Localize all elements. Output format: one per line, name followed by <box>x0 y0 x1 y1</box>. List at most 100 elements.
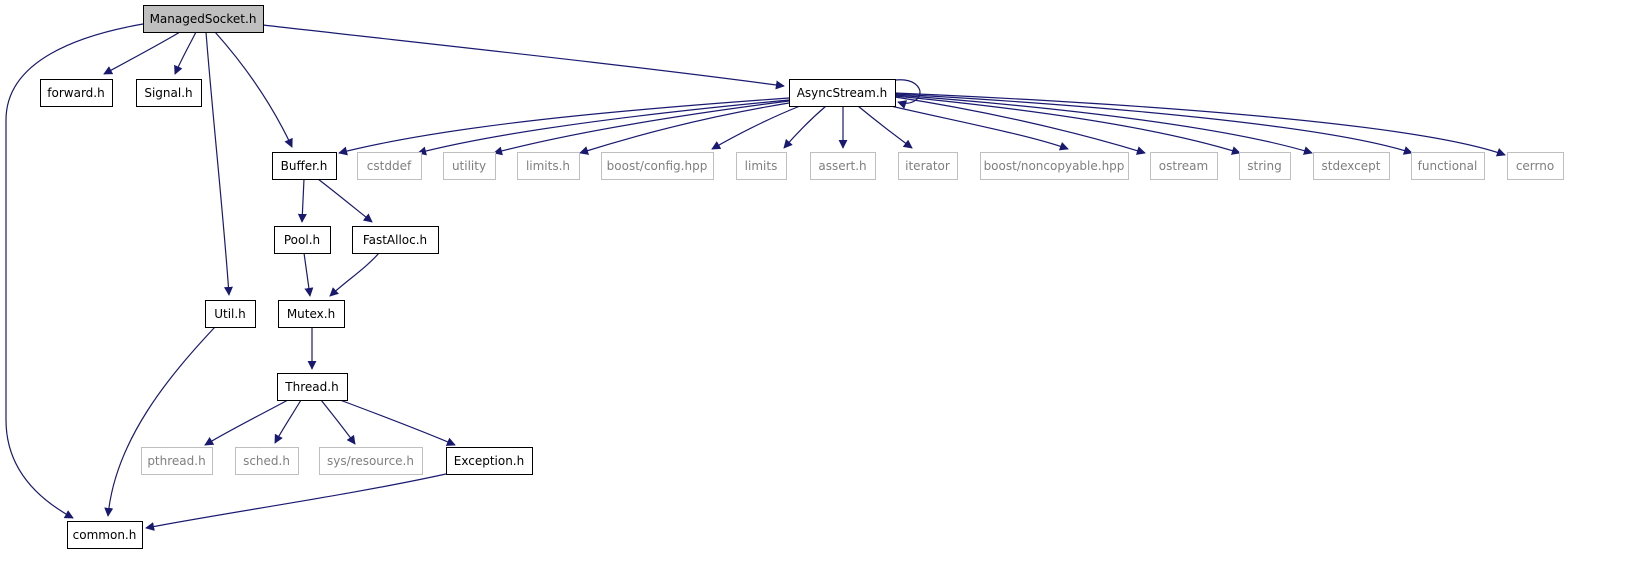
node-label: limits.h <box>526 159 570 173</box>
node-sys_resource[interactable]: sys/resource.h <box>319 447 423 475</box>
edge-managedsocket-to-util <box>205 31 233 296</box>
edge-managedsocket-to-forward <box>103 31 181 75</box>
edge-managedsocket-to-buffer <box>214 31 293 148</box>
node-box <box>443 152 496 180</box>
node-box <box>278 300 345 328</box>
node-label: stdexcept <box>1322 159 1381 173</box>
edge-pool-to-mutex <box>303 252 314 297</box>
node-box <box>272 152 337 180</box>
node-label: boost/noncopyable.hpp <box>984 159 1125 173</box>
node-label: Mutex.h <box>287 307 335 321</box>
node-label: forward.h <box>47 86 104 100</box>
node-box <box>517 152 580 180</box>
node-label: cstddef <box>367 159 412 173</box>
node-util[interactable]: Util.h <box>205 300 256 328</box>
edge-managedsocket-to-signal <box>174 31 197 75</box>
edge-asyncstream-to-boost_noncopyable <box>881 103 1069 151</box>
edge-buffer-to-pool <box>297 178 307 223</box>
node-label: Pool.h <box>284 233 320 247</box>
node-label: FastAlloc.h <box>363 233 427 247</box>
node-boost_noncopyable[interactable]: boost/noncopyable.hpp <box>980 152 1129 180</box>
node-cstddef[interactable]: cstddef <box>357 152 422 180</box>
node-label: AsyncStream.h <box>797 86 888 100</box>
edge-util-to-common <box>104 326 216 517</box>
node-label: Exception.h <box>454 454 524 468</box>
edge-fastalloc-to-mutex <box>329 252 380 297</box>
node-functional[interactable]: functional <box>1411 152 1485 180</box>
node-box <box>446 447 533 475</box>
edge-asyncstream-to-stdexcept <box>894 94 1313 155</box>
node-thread[interactable]: Thread.h <box>277 373 348 401</box>
node-cerrno[interactable]: cerrno <box>1507 152 1564 180</box>
node-box <box>205 300 256 328</box>
node-label: pthread.h <box>147 454 205 468</box>
node-stdexcept[interactable]: stdexcept <box>1313 152 1390 180</box>
node-ostream[interactable]: ostream <box>1150 152 1218 180</box>
edge-asyncstream-to-iterator <box>857 105 913 149</box>
nodes: ManagedSocket.h forward.h Signal.h AsyncStr… <box>40 5 1564 549</box>
node-label: cerrno <box>1516 159 1554 173</box>
node-utility[interactable]: utility <box>443 152 496 180</box>
edge-asyncstream-to-limits_h <box>579 102 790 155</box>
edges <box>5 23 1506 531</box>
node-box <box>1313 152 1390 180</box>
node-label: common.h <box>73 528 137 542</box>
node-box <box>1411 152 1485 180</box>
node-managedsocket[interactable]: ManagedSocket.h <box>143 5 264 33</box>
node-limits[interactable]: limits <box>736 152 787 180</box>
node-box <box>40 79 113 107</box>
edge-asyncstream-to-asyncstream <box>894 79 921 109</box>
node-box <box>67 521 143 549</box>
node-box <box>143 5 264 33</box>
node-forward[interactable]: forward.h <box>40 79 113 107</box>
node-iterator[interactable]: iterator <box>898 152 958 180</box>
node-box <box>980 152 1129 180</box>
edge-thread-to-pthread <box>204 399 289 446</box>
node-signal[interactable]: Signal.h <box>136 79 202 107</box>
node-buffer[interactable]: Buffer.h <box>272 152 337 180</box>
node-label: sched.h <box>243 454 290 468</box>
edge-managedsocket-to-asyncstream <box>262 24 785 90</box>
node-boost_config[interactable]: boost/config.hpp <box>601 152 714 180</box>
node-label: functional <box>1418 159 1478 173</box>
node-assert[interactable]: assert.h <box>810 152 876 180</box>
node-asyncstream[interactable]: AsyncStream.h <box>789 79 896 107</box>
node-limits_h[interactable]: limits.h <box>517 152 580 180</box>
edge-asyncstream-to-cstddef <box>417 99 790 156</box>
node-box <box>1150 152 1218 180</box>
node-label: limits <box>745 159 778 173</box>
node-label: boost/config.hpp <box>607 159 708 173</box>
node-box <box>1507 152 1564 180</box>
node-pthread[interactable]: pthread.h <box>141 447 213 475</box>
node-label: string <box>1247 159 1281 173</box>
node-label: Signal.h <box>144 86 192 100</box>
node-box <box>352 226 439 254</box>
edge-asyncstream-to-functional <box>894 93 1413 155</box>
node-fastalloc[interactable]: FastAlloc.h <box>352 226 439 254</box>
node-box <box>898 152 958 180</box>
edge-thread-to-sched <box>274 399 302 444</box>
edge-asyncstream-to-ostream <box>894 96 1146 155</box>
node-box <box>141 447 213 475</box>
edge-thread-to-exception <box>339 399 456 446</box>
node-box <box>136 79 202 107</box>
edge-asyncstream-to-boost_config <box>711 105 801 150</box>
node-box <box>789 79 896 107</box>
node-label: utility <box>452 159 486 173</box>
node-label: ManagedSocket.h <box>150 12 257 26</box>
node-box <box>736 152 787 180</box>
node-exception[interactable]: Exception.h <box>446 447 533 475</box>
edge-thread-to-sys_resource <box>320 399 356 445</box>
node-string[interactable]: string <box>1239 152 1291 180</box>
edge-asyncstream-to-limits <box>783 105 827 149</box>
node-box <box>357 152 422 180</box>
node-sched[interactable]: sched.h <box>235 447 299 475</box>
node-common[interactable]: common.h <box>67 521 143 549</box>
node-box <box>235 447 299 475</box>
node-pool[interactable]: Pool.h <box>274 226 331 254</box>
node-box <box>277 373 348 401</box>
node-label: assert.h <box>818 159 866 173</box>
node-box <box>601 152 714 180</box>
node-mutex[interactable]: Mutex.h <box>278 300 345 328</box>
edge-asyncstream-to-utility <box>493 100 790 156</box>
